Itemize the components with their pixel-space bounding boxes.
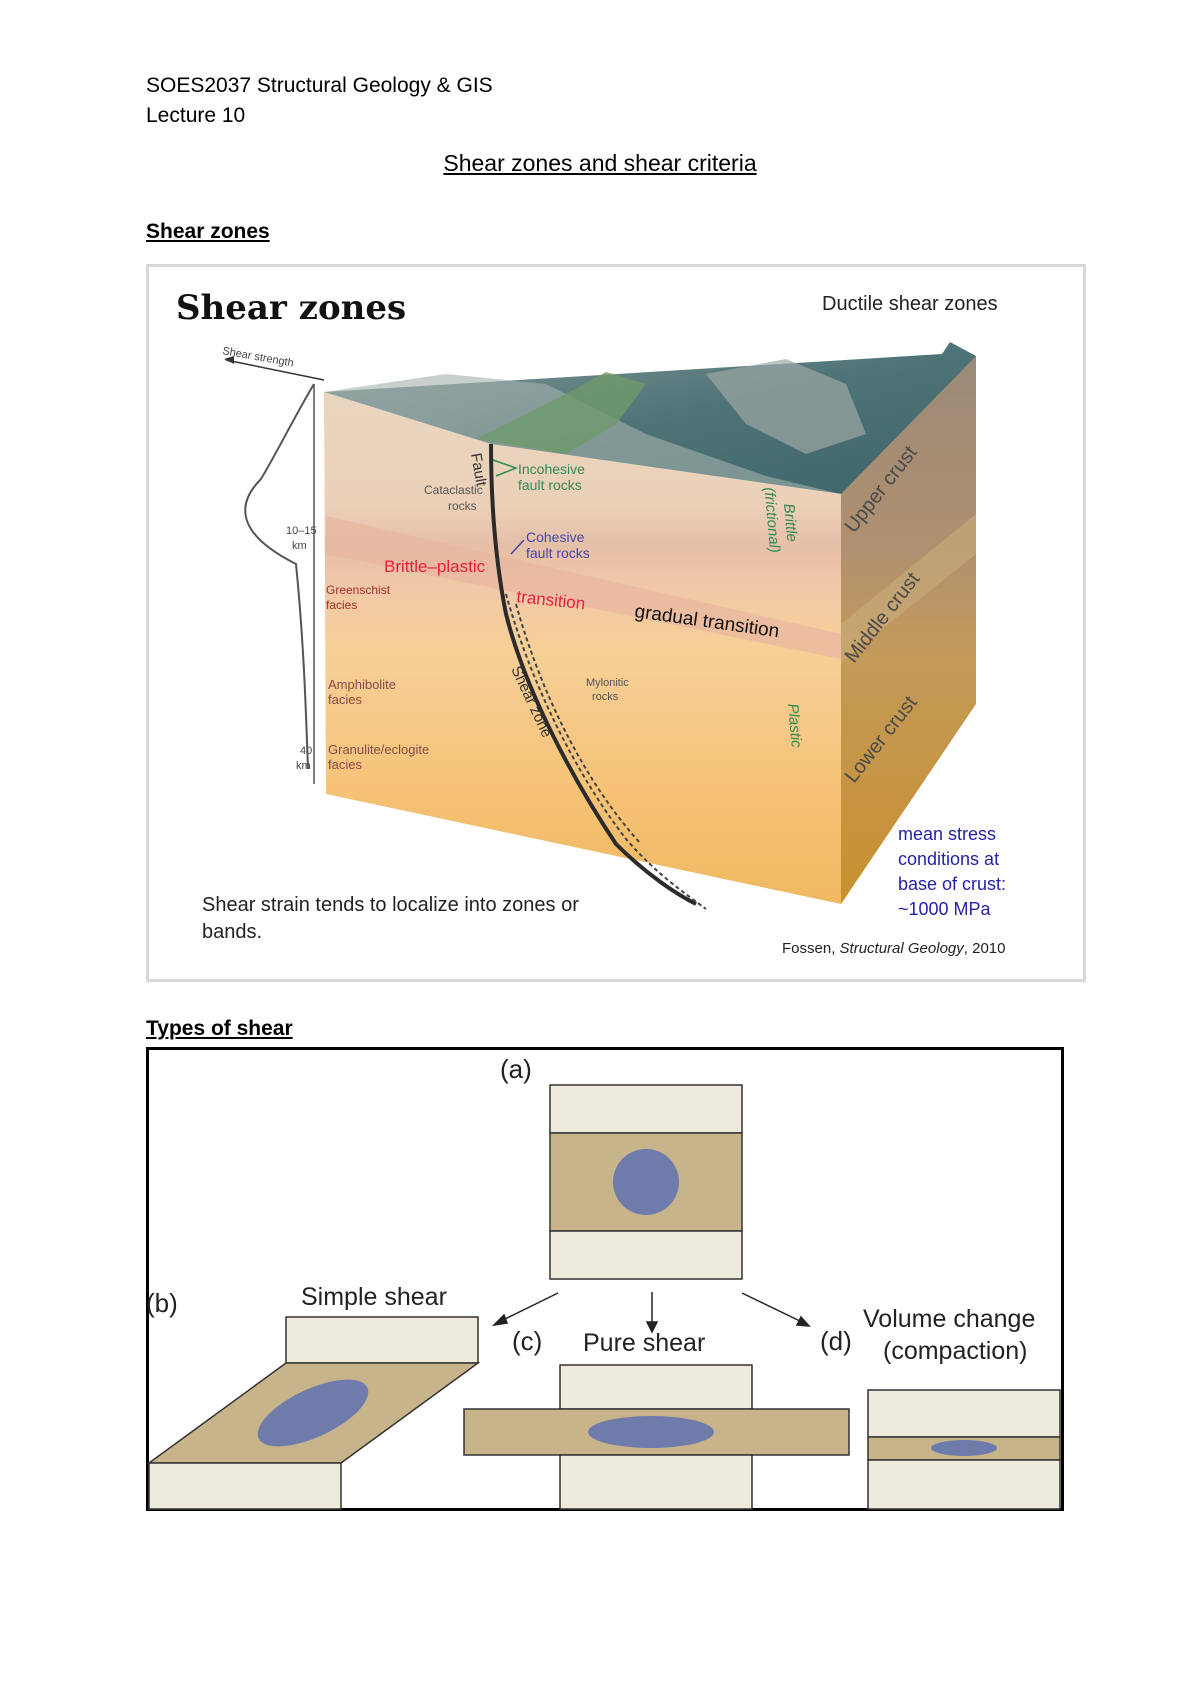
depth-label-1: 10–15 km xyxy=(286,525,320,552)
shear-zones-figure: Shear zones Ductile shear zones Shear st… xyxy=(146,264,1086,982)
label-d: (d) xyxy=(820,1326,852,1356)
volume-change-block xyxy=(867,1389,1061,1510)
pure-shear-ellipse xyxy=(588,1416,714,1448)
strength-curve xyxy=(244,383,315,770)
section-heading-shear-zones: Shear zones xyxy=(146,220,270,243)
block-front-face xyxy=(324,392,841,904)
granulite-label: Granulite/eclogite facies xyxy=(328,742,433,772)
mean-stress-label: mean stress conditions at base of crust:… xyxy=(898,824,1011,919)
label-a: (a) xyxy=(500,1054,532,1084)
types-of-shear-figure: (a) (b) Simple shear (c) Pure shear (d) … xyxy=(146,1047,1064,1511)
simple-shear-ellipse xyxy=(257,1379,369,1447)
fault-trace xyxy=(489,443,697,906)
greenschist-label: Greenschist facies xyxy=(326,583,393,612)
figure1-subtitle: Ductile shear zones xyxy=(822,293,998,315)
brittle-plastic-label: Brittle–plastic xyxy=(384,557,486,576)
pure-shear-block xyxy=(463,1364,850,1510)
fault-label: Fault xyxy=(467,452,490,489)
cohesive-label: Cohesive fault rocks xyxy=(526,529,590,561)
incohesive-label: Incohesive fault rocks xyxy=(518,461,589,493)
terrain-vegetation xyxy=(476,372,646,454)
undeformed-block xyxy=(549,1084,743,1280)
figure1-credit: Fossen, Structural Geology, 2010 xyxy=(782,940,1005,957)
brittle-frictional-label: Brittle (frictional) xyxy=(761,485,802,554)
strength-axis-arrow xyxy=(224,356,234,364)
label-c: (c) xyxy=(512,1326,542,1356)
figure1-title: Shear zones xyxy=(176,288,406,328)
amphibolite-label: Amphibolite facies xyxy=(328,677,400,707)
simple-shear-block xyxy=(146,1316,481,1510)
strength-axis xyxy=(225,359,325,381)
mylonitic-label: Mylonitic rocks xyxy=(586,677,632,703)
depth-label-2: 40 km xyxy=(296,745,315,772)
deformation-arrows xyxy=(491,1292,811,1334)
figure1-caption: Shear strain tends to localize into zone… xyxy=(202,894,584,943)
simple-shear-label: Simple shear xyxy=(301,1283,447,1311)
cohesive-pointer xyxy=(510,539,525,555)
side-transition-band xyxy=(841,514,976,662)
shear-zone-mylonite xyxy=(505,593,707,910)
pure-shear-label: Pure shear xyxy=(583,1329,705,1357)
incohesive-pointer xyxy=(492,459,519,477)
volume-change-label: Volume change (compaction) xyxy=(863,1305,1042,1365)
page-title: Shear zones and shear criteria xyxy=(443,150,757,176)
lecture-number: Lecture 10 xyxy=(146,104,246,127)
reference-circle xyxy=(613,1149,679,1215)
course-title: SOES2037 Structural Geology & GIS xyxy=(146,74,493,97)
cataclastic-label: Cataclastic rocks xyxy=(424,483,486,513)
section-heading-types-of-shear: Types of shear xyxy=(146,1017,293,1040)
compaction-ellipse xyxy=(931,1440,997,1456)
label-b: (b) xyxy=(146,1288,178,1318)
brittle-plastic-band xyxy=(326,516,841,659)
block-side-face xyxy=(841,356,976,904)
plastic-side-label: Plastic xyxy=(784,703,805,749)
terrain-island xyxy=(706,359,866,454)
